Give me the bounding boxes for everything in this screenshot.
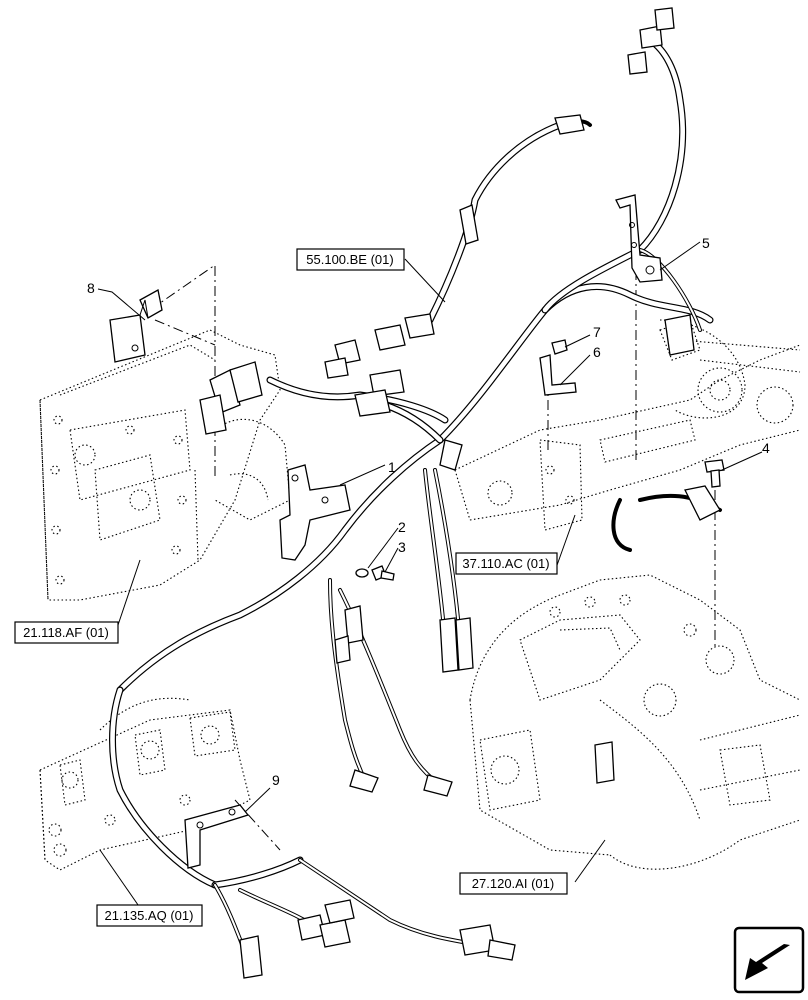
- reference-box-55-100-be[interactable]: 55.100.BE (01): [296, 248, 405, 271]
- callout-5: 5: [702, 235, 710, 251]
- callout-6: 6: [593, 344, 601, 360]
- reference-box-21-135-aq[interactable]: 21.135.AQ (01): [96, 904, 203, 927]
- hydraulic-valve-block: [39, 697, 251, 871]
- arrow-left-down-icon[interactable]: [733, 926, 805, 994]
- callout-3: 3: [398, 539, 406, 555]
- leader-lines: [97, 241, 763, 916]
- callout-1: 1: [388, 459, 396, 475]
- callout-numbers: 1 2 3 4 5 6 7 8 9: [87, 235, 770, 788]
- reference-label: 27.120.AI (01): [472, 876, 554, 891]
- part-7-screw: [551, 339, 568, 355]
- reference-box-27-120-ai[interactable]: 27.120.AI (01): [459, 872, 568, 895]
- reference-label: 21.118.AF (01): [23, 625, 109, 640]
- main-wiring-harness: [109, 36, 714, 889]
- part-3-bolt: [371, 565, 395, 581]
- reference-box-37-110-ac[interactable]: 37.110.AC (01): [455, 552, 558, 575]
- reference-label: 37.110.AC (01): [462, 556, 549, 571]
- part-5-bracket: [615, 194, 663, 283]
- part-8-clamp: [109, 288, 163, 363]
- part-1-bracket: [279, 464, 351, 561]
- part-6-clip: [539, 354, 577, 396]
- engine-bracket-right: [454, 319, 801, 531]
- callout-7: 7: [593, 324, 601, 340]
- callout-2: 2: [398, 519, 406, 535]
- callout-4: 4: [762, 440, 770, 456]
- rear-axle-housing: [469, 574, 801, 870]
- callout-8: 8: [87, 280, 95, 296]
- part-4-bolt: [704, 459, 725, 488]
- reference-box-21-118-af[interactable]: 21.118.AF (01): [14, 621, 119, 644]
- assembly-centre-lines: [149, 264, 716, 851]
- reference-label: 55.100.BE (01): [306, 252, 393, 267]
- reference-label: 21.135.AQ (01): [105, 908, 194, 923]
- part-9-plate: [184, 804, 250, 869]
- part-2-washer: [355, 568, 369, 578]
- connectors: [199, 7, 721, 979]
- callout-9: 9: [272, 772, 280, 788]
